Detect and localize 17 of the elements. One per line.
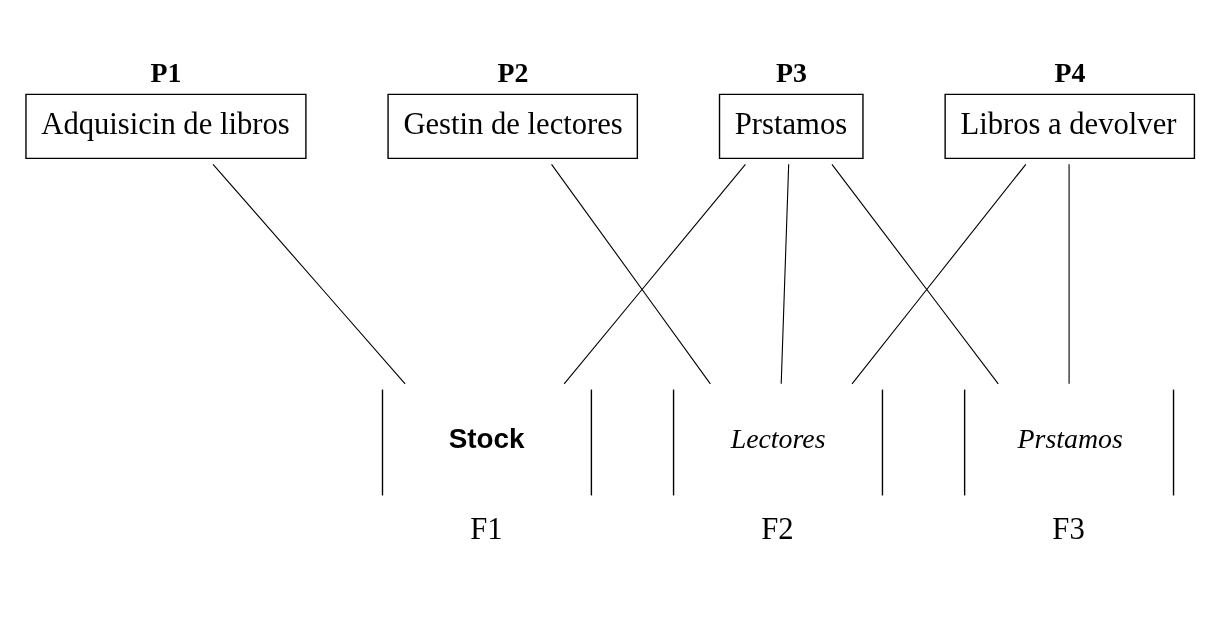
node-box: Prstamos [718,93,864,159]
node-label: P2 [497,56,529,88]
node-label: P3 [775,56,807,88]
connector [563,163,746,384]
node-box: Gestin de lectores [387,93,639,159]
connector [831,163,999,384]
connector [851,163,1027,384]
node-text: Prstamos F3 [1017,422,1123,546]
connector [212,163,406,384]
node-text: Stock F1 [448,422,525,546]
node-label: P4 [1054,56,1086,88]
connector [551,163,711,384]
node-label: P1 [150,56,182,88]
connector [780,163,790,384]
node-text: Lectores F2 [730,422,826,546]
node-box: Adquisicin de libros [25,93,307,159]
node-box: Libros a devolver [944,93,1196,159]
